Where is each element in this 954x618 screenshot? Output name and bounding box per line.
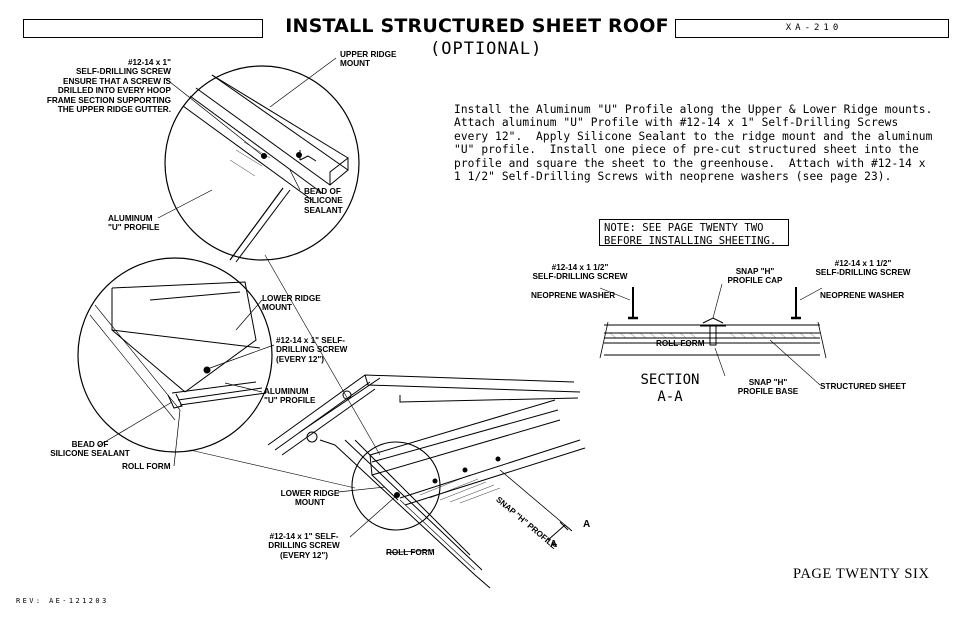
section-snap-cap-label: SNAP "H" PROFILE CAP — [727, 267, 783, 286]
lower-aluminum-profile-label: ALUMINUM "U" PROFILE — [264, 387, 316, 406]
section-washer-left-label: NEOPRENE WASHER — [531, 291, 616, 300]
page-subtitle: (OPTIONAL) — [430, 39, 543, 59]
main-lower-ridge-mount-label: LOWER RIDGE MOUNT — [280, 489, 340, 508]
upper-bead-silicone-label: BEAD OF SILICONE SEALANT — [304, 187, 343, 215]
doc-id: XA-210 — [785, 23, 843, 33]
section-view-geometry — [599, 283, 827, 386]
main-screw-label: #12-14 x 1" SELF- DRILLING SCREW (EVERY … — [268, 532, 340, 560]
main-detail-circle — [351, 441, 441, 531]
section-screw-right-label: #12-14 x 1 1/2" SELF-DRILLING SCREW — [815, 259, 911, 278]
upper-ridge-mount-label: UPPER RIDGE MOUNT — [340, 50, 397, 69]
page-title: INSTALL STRUCTURED SHEET ROOF — [285, 15, 669, 37]
section-washer-right-label: NEOPRENE WASHER — [820, 291, 905, 300]
upper-aluminum-profile-label: ALUMINUM "U" PROFILE — [108, 214, 160, 233]
lower-detail-circle — [77, 257, 273, 453]
lower-roll-form-label: ROLL FORM — [122, 462, 171, 471]
section-screw-left-label: #12-14 x 1 1/2" SELF-DRILLING SCREW — [532, 263, 628, 282]
lower-detail-geometry — [89, 281, 267, 421]
upper-detail-geometry — [182, 74, 349, 263]
title-left-box — [23, 19, 263, 38]
page-number: PAGE TWENTY SIX — [793, 566, 930, 582]
section-structured-sheet-label: STRUCTURED SHEET — [820, 382, 906, 391]
doc-id-box — [675, 19, 949, 38]
lower-bead-silicone-label: BEAD OF SILICONE SEALANT — [50, 440, 130, 459]
lower-ridge-mount-label: LOWER RIDGE MOUNT — [262, 294, 321, 313]
lower-screw-label: #12-14 x 1" SELF- DRILLING SCREW (EVERY … — [276, 336, 348, 364]
upper-detail-circle — [164, 65, 360, 261]
section-mark-a1: A — [583, 519, 591, 530]
main-roll-form-label: ROLL FORM — [386, 548, 435, 557]
instructions-text: Install the Aluminum "U" Profile along t… — [454, 103, 933, 184]
main-view-geometry — [267, 374, 586, 589]
section-mark-a2: A — [550, 539, 558, 550]
note-box: NOTE: SEE PAGE TWENTY TWO BEFORE INSTALL… — [599, 219, 789, 247]
revision-label: REV: AE-121203 — [16, 597, 109, 605]
section-title: SECTION A-A — [640, 372, 700, 405]
section-roll-form-label: ROLL FORM — [656, 339, 705, 348]
section-snap-base-label: SNAP "H" PROFILE BASE — [737, 378, 799, 397]
upper-screw-note: #12-14 x 1" SELF-DRILLING SCREW ENSURE T… — [46, 58, 171, 115]
